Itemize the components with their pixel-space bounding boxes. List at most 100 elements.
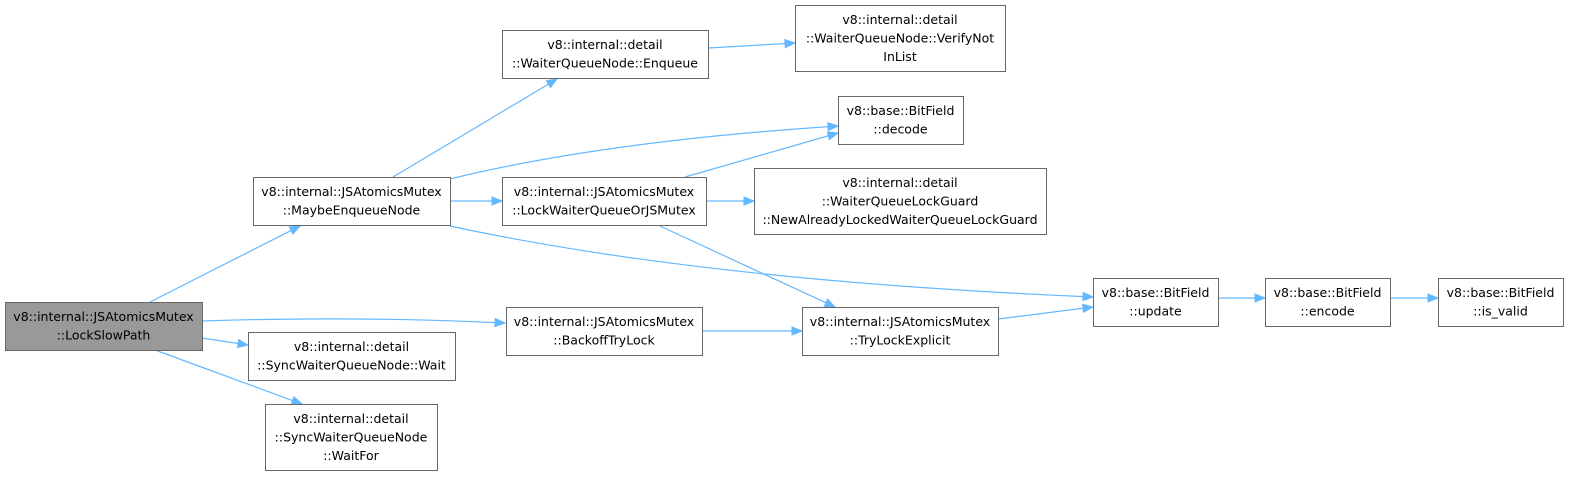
edge-arrowhead [743, 196, 756, 206]
edge-line [149, 229, 293, 303]
node-box [838, 96, 964, 145]
node-label-line: ::WaiterQueueNode::VerifyNot [806, 30, 994, 45]
node-lockslowpath[interactable]: v8::internal::JSAtomicsMutex::LockSlowPa… [5, 302, 203, 351]
edges-layer [149, 38, 1440, 405]
edge-maybeenqueuenode-to-enqueue [392, 78, 559, 178]
edge-line [707, 42, 787, 49]
node-box [802, 307, 999, 356]
node-box [253, 177, 451, 226]
edge-arrowhead [826, 131, 840, 141]
node-label-line: ::update [1129, 304, 1182, 319]
node-label-line: v8::internal::detail [294, 339, 409, 354]
edge-line [659, 225, 828, 304]
node-newalreadylocked[interactable]: v8::internal::detail::WaiterQueueLockGua… [754, 168, 1047, 235]
node-wait[interactable]: v8::internal::detail::SyncWaiterQueueNod… [248, 332, 456, 381]
edge-line [201, 337, 240, 345]
edge-maybeenqueuenode-to-lockwaiterqueueorjsmutex [450, 196, 504, 206]
node-label-line: v8::internal::detail [842, 175, 957, 190]
node-lockwaiterqueueorjsmutex[interactable]: v8::internal::JSAtomicsMutex::LockWaiter… [502, 177, 707, 226]
edge-bitfield-update-to-bitfield-encode [1218, 293, 1267, 303]
node-box [754, 168, 1047, 235]
edge-lockwaiterqueueorjsmutex-to-trylockexplicit [659, 225, 837, 308]
node-label-line: v8::internal::JSAtomicsMutex [514, 314, 694, 329]
node-label-line: ::SyncWaiterQueueNode [275, 429, 428, 444]
edge-arrowhead [791, 326, 804, 336]
node-label-line: ::is_valid [1473, 304, 1528, 319]
node-label-line: v8::base::BitField [1102, 285, 1210, 300]
edge-bitfield-encode-to-bitfield-isvalid [1390, 293, 1440, 303]
edge-arrowhead [545, 78, 559, 89]
edge-arrowhead [288, 225, 302, 235]
edge-lockwaiterqueueorjsmutex-to-bitfield-decode [684, 131, 840, 178]
node-box [248, 332, 456, 381]
node-label-line: ::LockSlowPath [57, 328, 151, 343]
edge-arrowhead [1427, 293, 1440, 303]
node-label-line: ::WaitFor [323, 448, 379, 463]
nodes-layer: v8::internal::JSAtomicsMutex::LockSlowPa… [5, 5, 1564, 471]
edge-arrowhead [1254, 293, 1267, 303]
node-label-line: v8::internal::detail [293, 411, 408, 426]
node-label-line: ::SyncWaiterQueueNode::Wait [257, 358, 446, 373]
edge-lockslowpath-to-wait [201, 337, 250, 349]
node-label-line: v8::internal::detail [547, 37, 662, 52]
node-trylockexplicit[interactable]: v8::internal::JSAtomicsMutex::TryLockExp… [802, 307, 999, 356]
edge-arrowhead [827, 121, 840, 132]
node-label-line: ::BackoffTryLock [553, 333, 655, 348]
node-box [1093, 278, 1219, 327]
edge-line [449, 126, 830, 180]
edge-line [684, 134, 830, 178]
node-label-line: v8::internal::JSAtomicsMutex [810, 314, 990, 329]
node-enqueue[interactable]: v8::internal::detail::WaiterQueueNode::E… [502, 30, 709, 79]
edge-line [997, 307, 1085, 320]
node-label-line: v8::internal::JSAtomicsMutex [261, 184, 441, 199]
node-bitfield-encode[interactable]: v8::base::BitField::encode [1265, 278, 1391, 327]
node-label-line: ::WaiterQueueLockGuard [822, 193, 979, 208]
node-label-line: InList [883, 49, 917, 64]
node-bitfield-update[interactable]: v8::base::BitField::update [1093, 278, 1219, 327]
edge-arrowhead [290, 395, 304, 405]
node-maybeenqueuenode[interactable]: v8::internal::JSAtomicsMutex::MaybeEnque… [253, 177, 451, 226]
node-waitfor[interactable]: v8::internal::detail::SyncWaiterQueueNod… [265, 404, 438, 471]
node-box [1438, 278, 1564, 327]
edge-arrowhead [1082, 291, 1095, 302]
node-verifynotinlist[interactable]: v8::internal::detail::WaiterQueueNode::V… [795, 5, 1006, 72]
node-box [1265, 278, 1391, 327]
edge-lockwaiterqueueorjsmutex-to-newalreadylocked [706, 196, 756, 206]
node-label-line: ::encode [1300, 304, 1354, 319]
edge-arrowhead [784, 38, 797, 49]
node-label-line: ::WaiterQueueNode::Enqueue [512, 56, 698, 71]
edge-backofftrylock-to-trylockexplicit [702, 326, 804, 336]
edge-arrowhead [494, 317, 507, 328]
node-label-line: ::NewAlreadyLockedWaiterQueueLockGuard [762, 212, 1037, 227]
edge-lockslowpath-to-maybeenqueuenode [149, 225, 302, 303]
node-box [5, 302, 203, 351]
node-box [265, 404, 438, 471]
edge-lockslowpath-to-backofftrylock [201, 317, 507, 328]
edge-maybeenqueuenode-to-bitfield-decode [449, 121, 840, 180]
node-label-line: v8::internal::detail [842, 12, 957, 27]
node-label-line: ::MaybeEnqueueNode [283, 203, 421, 218]
edge-arrowhead [236, 338, 250, 349]
node-bitfield-decode[interactable]: v8::base::BitField::decode [838, 96, 964, 145]
node-label-line: v8::base::BitField [1274, 285, 1382, 300]
edge-arrowhead [823, 298, 837, 308]
edge-line [449, 225, 1085, 298]
edge-trylockexplicit-to-bitfield-update [997, 303, 1095, 320]
edge-arrowhead [1081, 303, 1095, 314]
node-label-line: v8::base::BitField [847, 103, 955, 118]
edge-lockslowpath-to-waitfor [154, 349, 304, 405]
edge-line [154, 349, 294, 402]
node-box [502, 30, 709, 79]
edge-arrowhead [491, 196, 504, 206]
node-box [506, 307, 703, 356]
node-label-line: ::decode [873, 122, 928, 137]
node-label-line: v8::internal::JSAtomicsMutex [514, 184, 694, 199]
edge-line [201, 318, 497, 324]
node-label-line: v8::base::BitField [1447, 285, 1555, 300]
edge-maybeenqueuenode-to-bitfield-update [449, 225, 1095, 302]
node-label-line: ::TryLockExplicit [850, 333, 951, 348]
node-box [795, 5, 1006, 72]
node-backofftrylock[interactable]: v8::internal::JSAtomicsMutex::BackoffTry… [506, 307, 703, 356]
node-bitfield-isvalid[interactable]: v8::base::BitField::is_valid [1438, 278, 1564, 327]
